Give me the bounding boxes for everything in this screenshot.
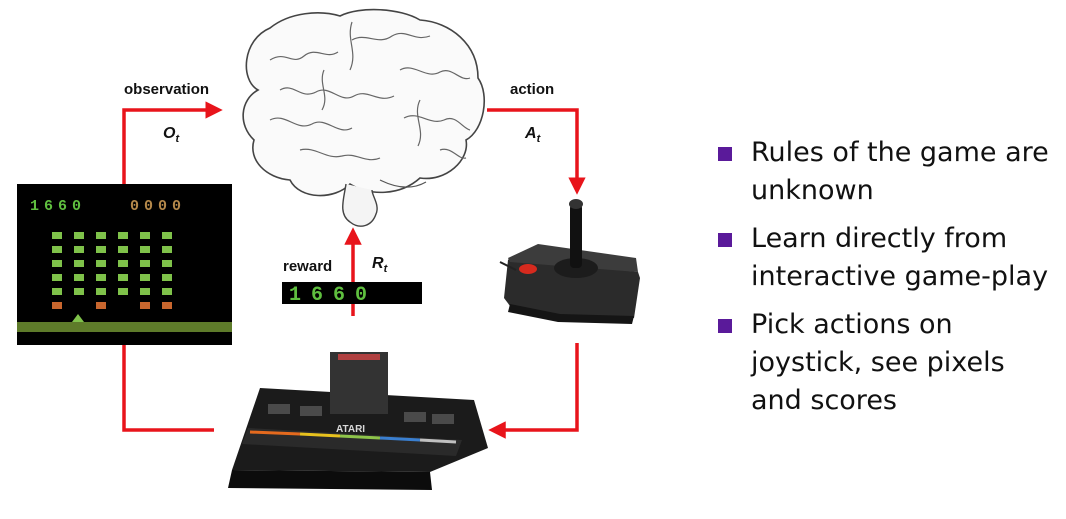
reward-label: reward: [283, 258, 333, 275]
invader-sprite: [96, 260, 106, 267]
observation-symbol: Ot: [163, 125, 180, 146]
game-score-right: 0000: [130, 198, 186, 215]
invader-sprite: [140, 260, 150, 267]
brain-icon: [242, 8, 486, 227]
console-to-screen-line: [122, 345, 214, 432]
diagram-canvas: 1660 0000 1660 ATARI: [17, 8, 640, 490]
action-label: action: [510, 81, 555, 98]
invader-sprite: [74, 232, 84, 239]
invader-sprite: [162, 274, 172, 281]
invader-sprite: [162, 260, 172, 267]
game-screen: [17, 184, 232, 345]
invader-sprite: [52, 302, 62, 309]
invader-sprite: [118, 288, 128, 295]
invader-sprite: [52, 260, 62, 267]
bullet-marker: [718, 147, 732, 161]
joystick-icon: [499, 199, 640, 324]
observation-label: observation: [124, 81, 210, 98]
invader-sprite: [162, 302, 172, 309]
bullet-marker: [718, 319, 732, 333]
invader-sprite: [52, 288, 62, 295]
invader-sprite: [74, 260, 84, 267]
invader-sprite: [140, 274, 150, 281]
invader-sprite: [140, 288, 150, 295]
invader-sprite: [52, 246, 62, 253]
bullet-list: Rules of the game are unknown Learn dire…: [718, 134, 1058, 430]
bullet-text: Pick actions on joystick, see pixels and…: [751, 309, 1005, 416]
game-score-left: 1660: [30, 198, 86, 215]
invader-sprite: [52, 232, 62, 239]
observation-arrow: [122, 101, 223, 184]
invader-sprite: [140, 232, 150, 239]
reward-score-display: 1660: [289, 284, 377, 307]
reward-score-panel: [282, 282, 422, 304]
invader-sprite: [96, 302, 106, 309]
bullet-text: Rules of the game are unknown: [751, 137, 1049, 206]
action-symbol: At: [525, 125, 541, 146]
bullet-item: Pick actions on joystick, see pixels and…: [718, 306, 1058, 420]
invader-sprite: [140, 302, 150, 309]
invader-sprite: [162, 288, 172, 295]
invader-sprite: [118, 232, 128, 239]
invader-sprite: [118, 246, 128, 253]
space-invaders-grid: [52, 232, 172, 309]
bullet-marker: [718, 233, 732, 247]
invader-sprite: [74, 288, 84, 295]
invader-sprite: [162, 246, 172, 253]
invader-sprite: [140, 246, 150, 253]
bullet-text: Learn directly from interactive game-pla…: [751, 223, 1049, 292]
invader-sprite: [74, 274, 84, 281]
joystick-to-console-arrow: [488, 343, 579, 439]
reward-symbol: Rt: [372, 255, 388, 276]
bullet-item: Learn directly from interactive game-pla…: [718, 220, 1058, 296]
action-arrow: [487, 108, 586, 195]
invader-sprite: [162, 232, 172, 239]
invader-sprite: [52, 274, 62, 281]
invader-sprite: [96, 288, 106, 295]
invader-sprite: [74, 246, 84, 253]
console-brand-label: ATARI: [336, 424, 365, 435]
invader-sprite: [96, 232, 106, 239]
bullet-item: Rules of the game are unknown: [718, 134, 1058, 210]
invader-sprite: [118, 260, 128, 267]
invader-sprite: [96, 274, 106, 281]
atari-console-icon: [228, 352, 488, 490]
invader-sprite: [96, 246, 106, 253]
invader-sprite: [118, 274, 128, 281]
